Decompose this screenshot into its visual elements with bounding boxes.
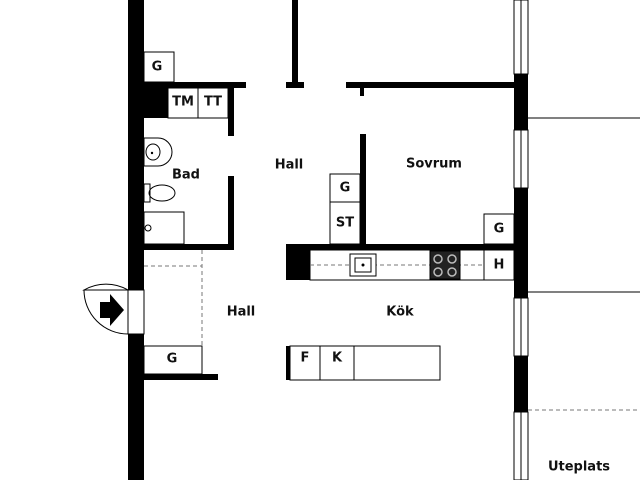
closet-g-hall-lower xyxy=(143,345,203,375)
upper-hall-stub-cap xyxy=(286,82,304,88)
label-g-hall-upper: G xyxy=(340,181,351,196)
shower-area xyxy=(143,211,185,245)
bathroom-north-wall xyxy=(144,82,246,88)
closet-st xyxy=(329,201,361,245)
room-label-hall-upper: Hall xyxy=(275,158,304,173)
tt-box xyxy=(197,87,229,119)
label-tm: TM xyxy=(172,95,194,110)
label-k-island: K xyxy=(332,351,343,366)
island-counter xyxy=(353,345,441,381)
entrance-door-swing xyxy=(82,283,130,291)
stove-icon xyxy=(429,250,461,280)
east-wall-segment-1 xyxy=(514,74,528,130)
east-wall-segment-3 xyxy=(514,356,528,412)
bedroom-south-wall xyxy=(286,244,516,250)
bedroom-north-wall-stub xyxy=(360,88,364,96)
west-exterior-wall-upper xyxy=(128,0,144,290)
label-tt: TT xyxy=(204,95,222,110)
label-h-kitchen: H xyxy=(494,258,505,273)
bathroom-corner-block xyxy=(144,84,168,118)
label-f-island: F xyxy=(301,351,310,366)
label-st: ST xyxy=(336,216,354,231)
label-g-bedroom: G xyxy=(494,222,505,237)
entrance-opening xyxy=(127,289,145,335)
upper-hall-stub-wall xyxy=(292,0,298,84)
label-g-top: G xyxy=(152,60,163,75)
room-label-sovrum: Sovrum xyxy=(406,157,462,172)
island-k-box xyxy=(319,345,355,381)
kitchen-sink-icon xyxy=(349,253,377,277)
room-label-kok: Kök xyxy=(386,305,414,320)
storage-box-g-top xyxy=(143,51,175,83)
room-label-uteplats: Uteplats xyxy=(548,460,610,475)
kitchen-column xyxy=(286,250,310,280)
appliance-h-box xyxy=(483,249,515,281)
west-exterior-wall-lower xyxy=(128,334,144,480)
bedroom-north-wall xyxy=(346,82,516,88)
entrance-door-swing-lower xyxy=(83,289,129,335)
bathroom-east-wall-upper xyxy=(228,88,234,136)
tm-box xyxy=(167,87,199,119)
label-g-hall-lower: G xyxy=(167,352,178,367)
bathroom-south-wall xyxy=(144,244,234,250)
closet-g-hall-upper xyxy=(329,173,361,203)
sink-icon xyxy=(143,137,173,167)
bathroom-east-wall-lower xyxy=(228,176,234,250)
island-end-wall xyxy=(286,346,290,380)
entrance-arrow-icon xyxy=(100,294,124,326)
room-label-hall-lower: Hall xyxy=(227,305,256,320)
toilet-icon xyxy=(143,183,176,203)
lower-hall-south-wall xyxy=(144,374,218,380)
closet-g-bedroom xyxy=(483,213,515,245)
bedroom-west-wall xyxy=(360,134,366,250)
room-label-bad: Bad xyxy=(172,168,200,183)
east-wall-segment-2 xyxy=(514,188,528,298)
